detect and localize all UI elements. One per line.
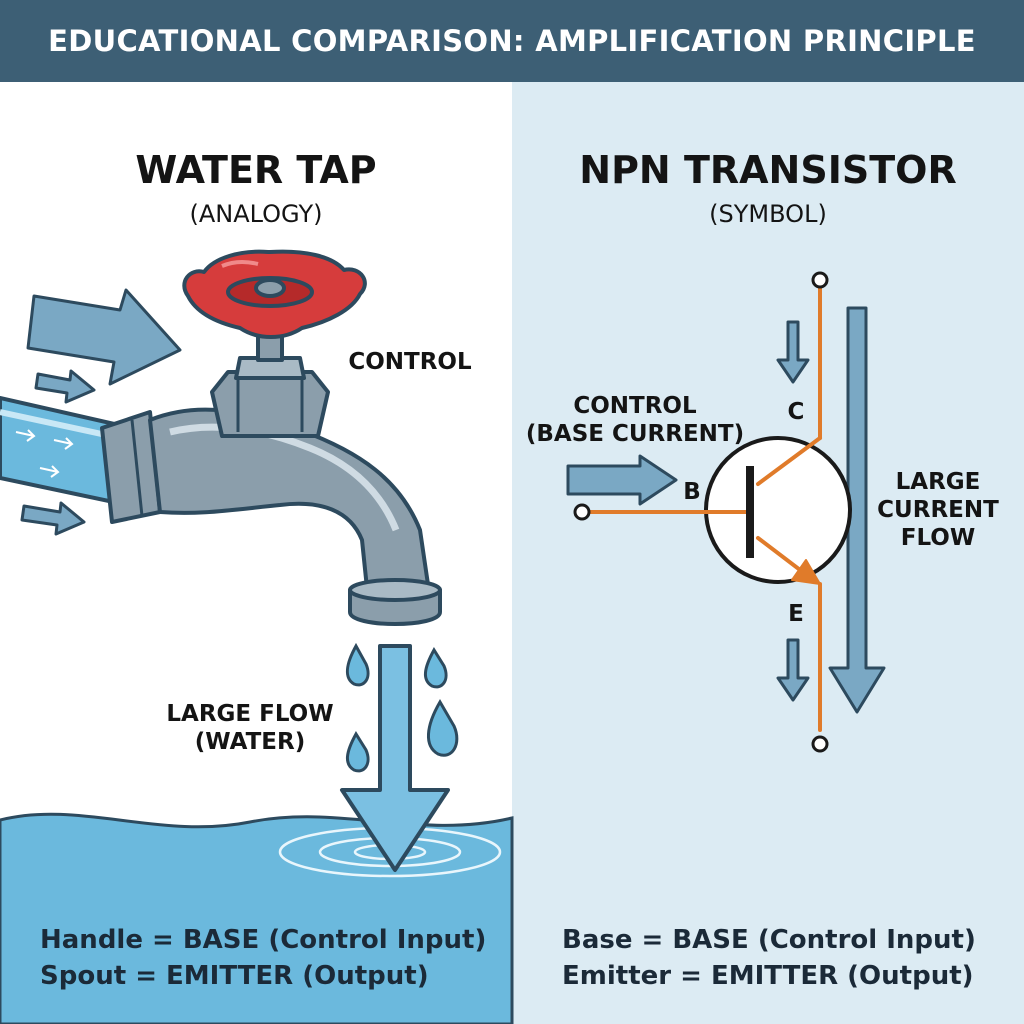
large-current-line1: LARGE — [895, 469, 981, 495]
right-legend: Base = BASE (Control Input) Emitter = EM… — [562, 922, 976, 994]
right-legend-line1: Base = BASE (Control Input) — [562, 925, 976, 955]
terminal-circles — [573, 271, 829, 753]
water-droplets — [346, 642, 459, 773]
inflow-arrows — [20, 288, 182, 536]
base-current-label: CONTROL (BASE CURRENT) — [520, 392, 750, 448]
large-flow-line1: LARGE FLOW — [166, 701, 334, 727]
right-title: NPN TRANSISTOR — [579, 148, 957, 192]
terminal-b-label: B — [683, 479, 701, 505]
large-current-label: LARGE CURRENT FLOW — [868, 468, 1008, 552]
large-flow-arrow — [340, 644, 450, 872]
terminal-c-label: C — [787, 399, 805, 425]
large-current-arrow — [828, 306, 886, 714]
tap-body — [100, 330, 442, 626]
large-current-line3: FLOW — [900, 525, 976, 551]
left-legend-line2: Spout = EMITTER (Output) — [40, 961, 429, 991]
large-flow-label: LARGE FLOW (WATER) — [140, 700, 360, 756]
large-flow-line2: (WATER) — [194, 729, 306, 755]
header-bar: EDUCATIONAL COMPARISON: AMPLIFICATION PR… — [0, 0, 1024, 82]
collector-current-arrow — [776, 320, 810, 384]
base-input-arrow — [566, 454, 678, 506]
terminal-e-label: E — [788, 601, 804, 627]
base-bar — [746, 466, 754, 558]
left-title: WATER TAP — [135, 148, 377, 192]
base-current-line1: CONTROL — [573, 393, 697, 419]
left-legend: Handle = BASE (Control Input) Spout = EM… — [40, 922, 486, 994]
right-subtitle: (SYMBOL) — [709, 200, 827, 228]
page-title: EDUCATIONAL COMPARISON: AMPLIFICATION PR… — [48, 24, 976, 58]
emitter-arrowhead — [791, 559, 821, 585]
right-legend-line2: Emitter = EMITTER (Output) — [562, 961, 974, 991]
control-label: CONTROL — [348, 349, 472, 375]
base-current-line2: (BASE CURRENT) — [525, 421, 745, 447]
tap-handle — [182, 249, 367, 339]
left-subtitle: (ANALOGY) — [189, 200, 323, 228]
left-legend-line1: Handle = BASE (Control Input) — [40, 925, 487, 955]
emitter-current-arrow — [776, 638, 810, 702]
large-current-line2: CURRENT — [877, 497, 999, 523]
